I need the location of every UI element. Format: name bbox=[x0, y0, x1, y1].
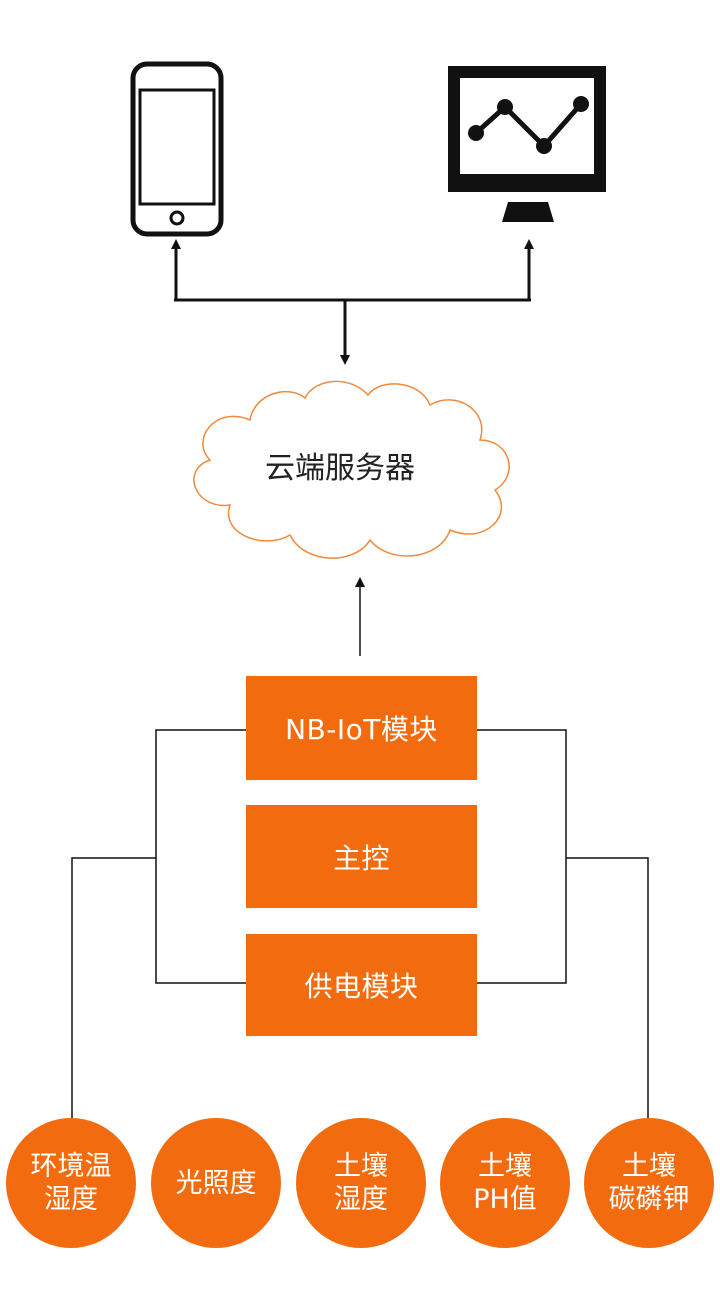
sensor-label-line1: 土壤 bbox=[622, 1151, 676, 1182]
sensor-soil-ph: 土壤 PH值 bbox=[440, 1118, 570, 1248]
cloud-shape bbox=[193, 380, 510, 559]
smartphone-icon bbox=[130, 61, 224, 237]
main-control-module: 主控 bbox=[246, 805, 477, 908]
sensor-soil-humidity: 土壤 湿度 bbox=[296, 1118, 426, 1248]
module-label: 供电模块 bbox=[304, 970, 419, 1003]
power-supply-module: 供电模块 bbox=[246, 934, 477, 1036]
cloud-server-label: 云端服务器 bbox=[265, 451, 415, 486]
sensor-label-line1: 土壤 bbox=[478, 1151, 532, 1182]
sensor-label-line2: PH值 bbox=[473, 1184, 537, 1215]
device-connector bbox=[171, 239, 534, 365]
module-bracket-lines bbox=[71, 729, 649, 1118]
sensor-label-line2: 湿度 bbox=[44, 1184, 98, 1215]
monitor-chart-icon bbox=[448, 66, 606, 222]
module-label: 主控 bbox=[332, 841, 390, 875]
sensor-label-line2: 碳磷钾 bbox=[608, 1184, 690, 1215]
sensor-label-line1: 环境温 bbox=[30, 1151, 112, 1182]
sensor-label-line1: 光照度 bbox=[175, 1167, 257, 1199]
sensor-label-line1: 土壤 bbox=[334, 1151, 388, 1182]
sensor-label-line2: 湿度 bbox=[334, 1184, 388, 1215]
nb-iot-module: NB-IoT模块 bbox=[246, 676, 477, 780]
sensor-soil-npk: 土壤 碳磷钾 bbox=[584, 1118, 714, 1248]
sensor-illuminance: 光照度 bbox=[151, 1118, 281, 1248]
sensor-env-temp-humidity: 环境温 湿度 bbox=[6, 1118, 136, 1248]
module-label: NB-IoT模块 bbox=[285, 713, 438, 746]
